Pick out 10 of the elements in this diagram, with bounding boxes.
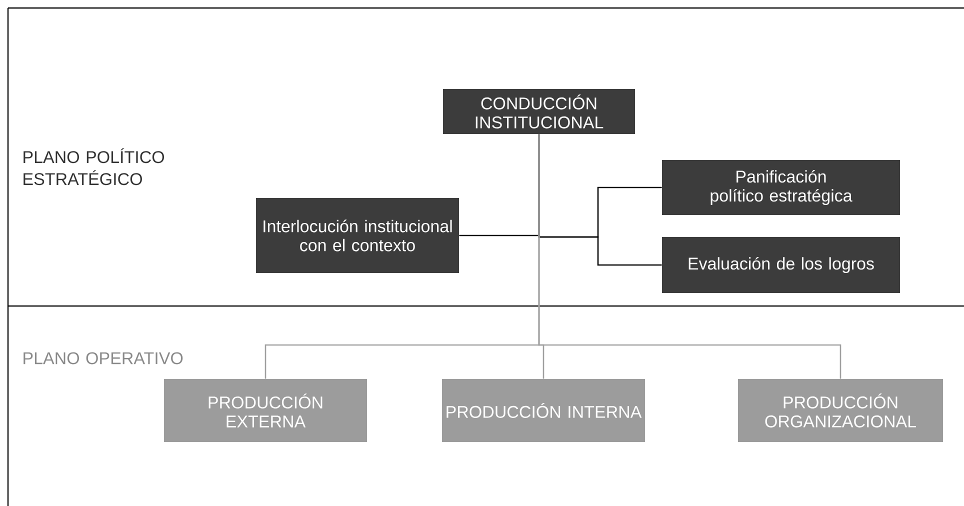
connector-line [538, 134, 842, 379]
box: PRODUCCIÓN ORGANIZACIONAL [738, 379, 943, 442]
box: PRODUCCIÓN EXTERNA [164, 379, 367, 442]
plane-label: PLANO POLÍTICO ESTRATÉGICO [24, 148, 164, 186]
plane-label: PLANO OPERATIVO [24, 352, 183, 364]
box: CONDUCCIÓN INSTITUCIONAL [443, 89, 635, 134]
box: Evaluación de los logros [662, 237, 900, 293]
box: Panificación político estratégica [662, 160, 900, 215]
box: Interlocución institucional con el contexto [256, 198, 459, 273]
box: PRODUCCIÓN INTERNA [442, 379, 645, 442]
